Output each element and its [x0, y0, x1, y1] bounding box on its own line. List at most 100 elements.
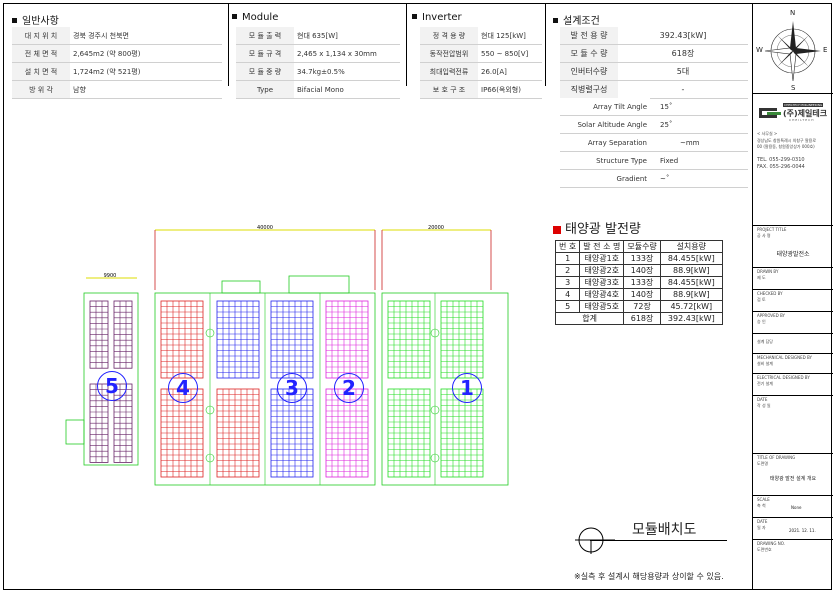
header-divider-2 — [406, 4, 407, 86]
module-title: Module — [232, 12, 278, 23]
checked-by-label: CHECKED BY — [757, 291, 783, 296]
header-divider-1 — [228, 4, 229, 86]
general-key: 방 위 각 — [12, 80, 70, 99]
header-divider-3 — [545, 4, 546, 86]
mech-designed-sub: 설비 설계 — [757, 361, 773, 366]
design-value-2: 15˚ — [650, 98, 748, 116]
generation-total-qty: 618장 — [623, 312, 661, 325]
tb-divider — [753, 495, 833, 496]
design-key-2: Array Tilt Angle — [560, 98, 650, 116]
tb-divider — [753, 267, 833, 268]
general-value: 남향 — [70, 80, 222, 99]
inverter-value: 26.0[A] — [478, 62, 542, 81]
tb-divider — [753, 333, 833, 334]
inverter-value: 현대 125[kW] — [478, 27, 542, 45]
approved-by-sub: 승 인 — [757, 319, 766, 324]
array-1-modules-bottom-left — [387, 388, 431, 478]
array-3-modules-top-left — [216, 300, 260, 379]
compass-e: E — [823, 46, 828, 54]
tb-divider — [753, 517, 833, 518]
module-value: 현대 635[W] — [294, 27, 400, 45]
tb-divider — [753, 453, 833, 454]
array-2-modules-bottom — [325, 388, 369, 478]
inverter-value: IP66(옥외형) — [478, 80, 542, 99]
module-key: 모 듈 출 력 — [236, 27, 294, 45]
design-key: 모 듈 수 량 — [560, 44, 618, 63]
fax: FAX. 055-296-0044 — [757, 164, 805, 170]
array-5-modules-bottom-right — [113, 383, 133, 463]
junction-circle — [430, 328, 440, 338]
roof-annex — [221, 280, 261, 294]
array-5-modules-top-right — [113, 300, 133, 369]
date2-value: 2021. 12. 11. — [789, 528, 816, 533]
module-value: 34.7kg±0.5% — [294, 62, 400, 81]
tel: TEL. 055-299-0310 — [757, 157, 805, 163]
design-manager-label: 설계 담당 — [757, 339, 773, 344]
array-1-modules-top-left — [387, 300, 431, 379]
compass-n: N — [790, 9, 796, 17]
array-5-outline — [83, 292, 139, 466]
title-block: N S W E CHEILTECH ENGINEERING (주)제일테크 CH… — [752, 3, 833, 590]
junction-circle — [430, 453, 440, 463]
array-label-4: 4 — [168, 373, 198, 403]
design-row-2: Gradient~˚ — [560, 169, 748, 188]
address-line-1: 경상남도 창원특례시 의창구 팔용로 — [757, 138, 817, 143]
general-value: 1,724m2 (약 521평) — [70, 62, 222, 81]
tb-divider — [753, 373, 833, 374]
array-5-modules-top-left — [89, 300, 109, 369]
address-line-2: 00 (팔용동, 창원중앙상가 000호) — [757, 144, 815, 149]
dwg-title: 태양광 발전 설계 개요 — [769, 476, 817, 482]
module-key: 모 듈 중 량 — [236, 62, 294, 81]
design-value-2: ~mm — [650, 133, 748, 152]
roof-annex — [288, 275, 350, 294]
dwg-no-sub: 도면번호 — [757, 547, 772, 552]
design-key-2: Solar Altitude Angle — [560, 115, 650, 134]
generation-total-cap: 392.43[kW] — [659, 312, 723, 325]
compass-s: S — [791, 84, 796, 92]
date-sub: 작 성 일 — [757, 403, 771, 408]
layout-title: 모듈배치도 — [632, 522, 697, 538]
inverter-key: 최대입력전류 — [420, 62, 478, 81]
general-key: 전 체 면 적 — [12, 44, 70, 63]
design-value-2: 25˚ — [650, 115, 748, 134]
tb-divider — [753, 539, 833, 540]
date2-sub: 일 자 — [757, 525, 766, 530]
scale-sub: 축 척 — [757, 503, 766, 508]
generation-cell: 2 — [554, 264, 581, 277]
design-title: 설계조건 — [553, 12, 600, 27]
checked-by-sub: 검 토 — [757, 297, 766, 302]
mech-designed-label: MECHANICAL DESIGNED BY — [757, 355, 812, 360]
array-label-5: 5 — [97, 371, 127, 401]
array-3-modules-top-right — [270, 300, 314, 379]
tb-divider — [753, 311, 833, 312]
inverter-key: 보 호 구 조 — [420, 80, 478, 99]
elec-designed-label: ELECTRICAL DESIGNED BY — [757, 375, 810, 380]
dwg-title-sub: 도면명 — [757, 461, 769, 466]
inverter-key: 동작전압범위 — [420, 44, 478, 63]
array-2-modules-top — [325, 300, 369, 379]
generation-title: 태양광 발전량 — [553, 218, 641, 237]
office-label: < 사무실 > — [757, 131, 778, 136]
array-4-modules-bottom-right — [216, 388, 260, 478]
design-key: 인버터수량 — [560, 62, 618, 81]
dim-label-20000: 20000 — [428, 225, 444, 231]
dim-label-9900: 9900 — [104, 273, 117, 279]
general-title: 일반사항 — [12, 12, 59, 27]
